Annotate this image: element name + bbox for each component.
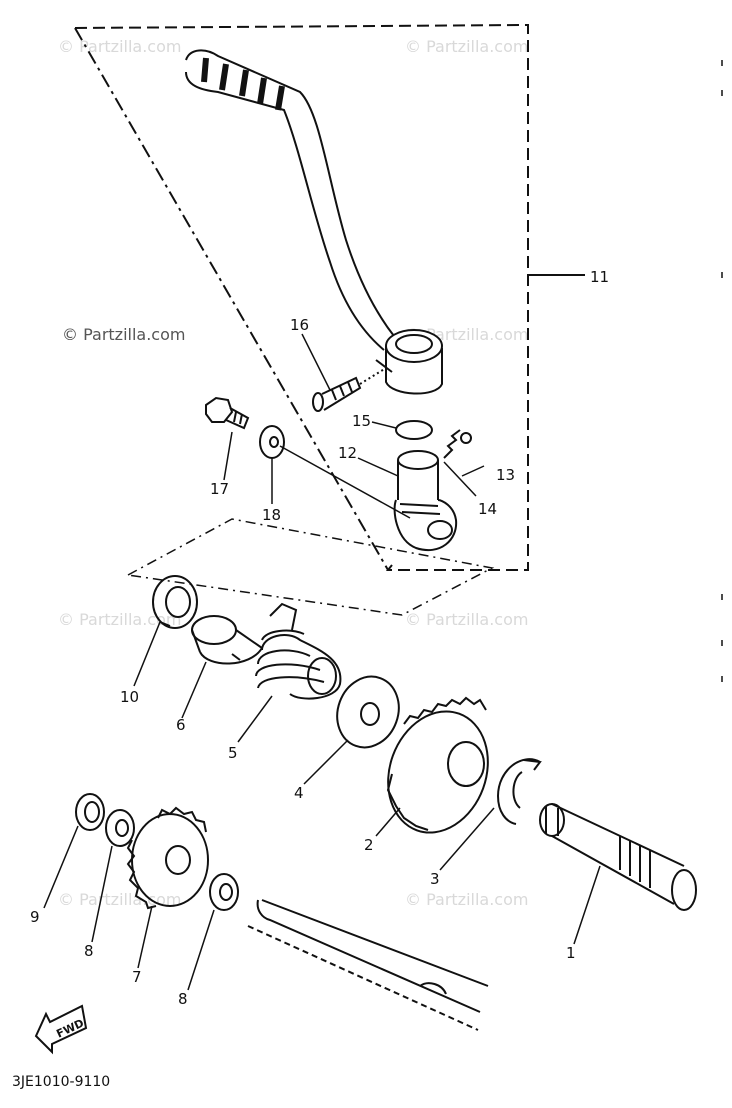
idler-gear-7 <box>126 806 209 910</box>
diagram-code: 3JE1010-9110 <box>12 1074 110 1090</box>
part-label-14: 14 <box>478 500 497 518</box>
watermark: © Partzilla.com <box>405 610 528 629</box>
bolt-16 <box>312 367 387 412</box>
watermark: © Partzilla.com <box>58 37 181 56</box>
part-label-17: 17 <box>210 480 229 498</box>
watermark: © Partzilla.com <box>58 890 181 909</box>
part-label-11: 11 <box>590 268 609 286</box>
part-label-2: 2 <box>364 836 374 854</box>
part-label-18: 18 <box>262 506 281 524</box>
part-label-5: 5 <box>228 744 238 762</box>
watermark: © Partzilla.com <box>58 610 181 629</box>
part-labels: 11 16 15 12 13 14 17 18 10 6 5 4 2 3 1 9… <box>30 268 609 1008</box>
kick-crank-assembly-boundary <box>74 23 585 571</box>
watermark: © Partzilla.com <box>62 325 185 344</box>
o-ring-15 <box>395 420 433 440</box>
part-label-8b: 8 <box>178 990 188 1008</box>
part-label-9: 9 <box>30 908 40 926</box>
bolt-17 <box>205 396 250 430</box>
main-shaft <box>247 899 489 1031</box>
watermark: © Partzilla.com <box>405 37 528 56</box>
watermark: © Partzilla.com <box>405 890 528 909</box>
part-label-12: 12 <box>338 444 357 462</box>
part-label-4: 4 <box>294 784 304 802</box>
circlip-3 <box>496 758 542 825</box>
part-label-8a: 8 <box>84 942 94 960</box>
part-label-10: 10 <box>120 688 139 706</box>
washer-4 <box>336 675 400 749</box>
part-label-13: 13 <box>496 466 515 484</box>
fwd-arrow: FWD <box>34 1004 88 1055</box>
kick-gear-2 <box>386 696 489 834</box>
ball-13 <box>460 432 472 444</box>
circlip-9 <box>75 793 105 831</box>
collar-6 <box>191 615 263 665</box>
kick-axle-1 <box>539 803 697 911</box>
part-label-7: 7 <box>132 968 142 986</box>
washer-8-right <box>209 873 239 911</box>
kick-crank-lever <box>185 49 443 395</box>
part-label-15: 15 <box>352 412 371 430</box>
oil-seal-10 <box>152 575 198 629</box>
part-label-6: 6 <box>176 716 186 734</box>
watermarks: © Partzilla.com © Partzilla.com © Partzi… <box>58 37 528 909</box>
part-label-3: 3 <box>430 870 440 888</box>
torsion-spring-5 <box>255 602 342 700</box>
washer-8-left <box>105 809 135 847</box>
part-label-1: 1 <box>566 944 576 962</box>
leader-lines <box>43 333 601 991</box>
spring-group-boundary <box>125 518 495 616</box>
part-label-16: 16 <box>290 316 309 334</box>
spring-14 <box>443 429 461 459</box>
kick-boss-12 <box>393 450 458 551</box>
